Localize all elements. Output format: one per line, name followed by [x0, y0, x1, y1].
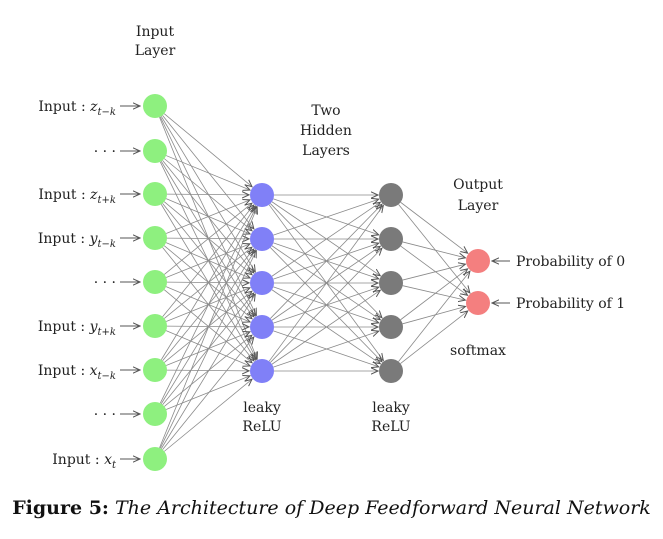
- caption-text: The Architecture of Deep Feedforward Neu…: [115, 497, 651, 519]
- edge-input-to-hidden1: [160, 206, 255, 360]
- edge-hidden2-to-output: [400, 245, 468, 295]
- input-label-3: Input : zt+k: [38, 187, 116, 206]
- edge-input-to-hidden1: [159, 207, 256, 404]
- edge-input-to-hidden1: [159, 207, 258, 449]
- input-label-2: · · ·: [94, 144, 116, 160]
- connection-edges: [159, 113, 470, 452]
- edge-input-to-hidden1: [165, 376, 250, 410]
- edge-input-to-hidden1: [163, 113, 252, 187]
- input-label-6: Input : yt+k: [38, 319, 116, 338]
- output-label-2: Probability of 1: [516, 296, 625, 312]
- output-activation: softmax: [450, 343, 506, 359]
- input-node-5: [143, 270, 167, 294]
- edge-hidden2-to-output: [398, 204, 470, 293]
- input-arrows: [120, 106, 140, 459]
- hidden1-node-5: [250, 359, 274, 383]
- edge-hidden2-to-output: [402, 241, 466, 258]
- input-node-9: [143, 447, 167, 471]
- edge-input-to-hidden1: [164, 203, 252, 275]
- edge-hidden2-to-output: [398, 271, 469, 362]
- edge-hidden2-to-output: [402, 285, 466, 300]
- edge-input-to-hidden1: [164, 379, 252, 452]
- hidden-layers-title-line-3: Layers: [302, 143, 350, 159]
- hidden1-node-4: [250, 315, 274, 339]
- edge-input-to-hidden1: [159, 251, 256, 449]
- hidden-layers-title-line-1: Two: [311, 103, 340, 119]
- edge-hidden1-to-hidden2: [268, 205, 383, 362]
- edge-input-to-hidden1: [160, 294, 255, 449]
- edge-hidden2-to-output: [400, 311, 467, 364]
- hidden2-node-4: [379, 315, 403, 339]
- edge-hidden1-to-hidden2: [270, 204, 382, 319]
- hidden2-activation-line-1: leaky: [372, 400, 410, 416]
- output-layer-title-line-1: Output: [453, 177, 503, 193]
- input-label-4: Input : yt−k: [38, 231, 116, 250]
- edge-hidden1-to-hidden2: [273, 331, 378, 368]
- edge-hidden2-to-output: [400, 201, 468, 253]
- edge-input-to-hidden1: [162, 115, 254, 229]
- input-node-8: [143, 402, 167, 426]
- input-node-6: [143, 314, 167, 338]
- input-node-3: [143, 182, 167, 206]
- output-arrows: [492, 261, 510, 303]
- edge-input-to-hidden1: [162, 205, 254, 317]
- hidden1-node-2: [250, 227, 274, 251]
- edge-input-to-hidden1: [160, 116, 255, 272]
- neuron-nodes: [143, 94, 490, 471]
- hidden1-node-3: [250, 271, 274, 295]
- output-label-1: Probability of 0: [516, 254, 625, 270]
- output-node-2: [466, 291, 490, 315]
- figure-number: Figure 5:: [12, 497, 109, 519]
- hidden2-node-2: [379, 227, 403, 251]
- input-label-1: Input : zt−k: [38, 99, 116, 118]
- edge-hidden1-to-hidden2: [270, 248, 382, 363]
- output-layer-title-line-2: Layer: [458, 198, 499, 214]
- input-node-1: [143, 94, 167, 118]
- edge-hidden2-to-output: [400, 269, 468, 321]
- input-node-4: [143, 226, 167, 250]
- edge-input-to-hidden1: [165, 200, 250, 234]
- input-node-2: [143, 139, 167, 163]
- input-label-8: · · ·: [94, 407, 116, 423]
- edge-input-to-hidden1: [164, 335, 252, 407]
- hidden2-node-1: [379, 183, 403, 207]
- edge-hidden1-to-hidden2: [273, 199, 378, 236]
- output-node-1: [466, 249, 490, 273]
- figure-caption: Figure 5: The Architecture of Deep Feedf…: [0, 497, 663, 519]
- hidden2-node-3: [379, 271, 403, 295]
- input-label-5: · · ·: [94, 275, 116, 291]
- edge-hidden1-to-hidden2: [271, 290, 380, 365]
- edge-input-to-hidden1: [166, 194, 249, 195]
- hidden2-activation-line-2: ReLU: [371, 419, 410, 435]
- input-label-7: Input : xt−k: [38, 363, 116, 382]
- edge-input-to-hidden1: [165, 155, 250, 190]
- hidden2-node-5: [379, 359, 403, 383]
- edge-hidden1-to-hidden2: [271, 202, 380, 277]
- hidden1-node-1: [250, 183, 274, 207]
- input-layer-title-line-2: Layer: [135, 43, 176, 59]
- edge-hidden2-to-output: [402, 264, 466, 281]
- edge-hidden2-to-output: [402, 306, 466, 325]
- edge-input-to-hidden1: [162, 337, 254, 450]
- input-node-7: [143, 358, 167, 382]
- hidden1-activation-line-1: leaky: [243, 400, 281, 416]
- hidden1-activation-line-2: ReLU: [242, 419, 281, 435]
- hidden-layers-title-line-2: Hidden: [300, 123, 352, 139]
- input-layer-title-line-1: Input: [136, 24, 175, 40]
- input-label-9: Input : xt: [52, 452, 117, 471]
